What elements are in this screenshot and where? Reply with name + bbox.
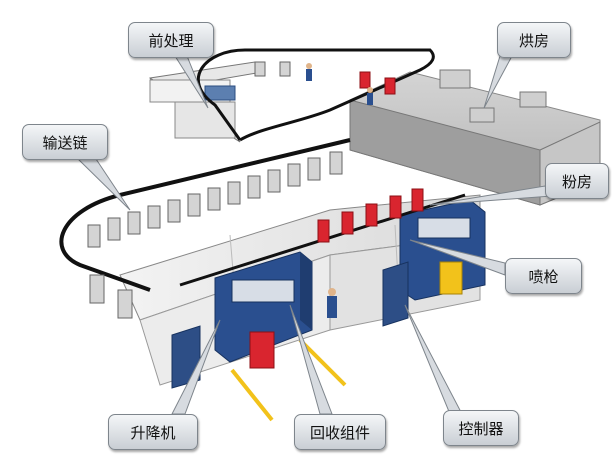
- label-recovery-unit: 回收组件: [294, 414, 386, 450]
- label-conveyor-chain-text: 输送链: [42, 133, 88, 152]
- label-controller: 控制器: [443, 410, 519, 446]
- label-powder-booth: 粉房: [545, 163, 609, 199]
- label-oven-text: 烘房: [518, 31, 549, 50]
- pretreatment-line: [149, 61, 263, 143]
- label-spray-gun: 喷枪: [505, 258, 582, 294]
- label-pretreatment-text: 前处理: [148, 31, 194, 50]
- label-pretreatment: 前处理: [128, 22, 214, 58]
- label-powder-booth-text: 粉房: [561, 172, 592, 191]
- workers: [306, 63, 373, 318]
- label-controller-text: 控制器: [458, 419, 504, 438]
- label-spray-gun-text: 喷枪: [528, 267, 559, 286]
- label-oven: 烘房: [497, 22, 571, 58]
- label-recovery-unit-text: 回收组件: [309, 423, 370, 442]
- label-conveyor-chain: 输送链: [22, 124, 108, 160]
- label-lifter: 升降机: [108, 414, 198, 450]
- label-lifter-text: 升降机: [130, 423, 176, 442]
- lifter-units: [230, 261, 463, 422]
- hanging-parts: [87, 61, 424, 319]
